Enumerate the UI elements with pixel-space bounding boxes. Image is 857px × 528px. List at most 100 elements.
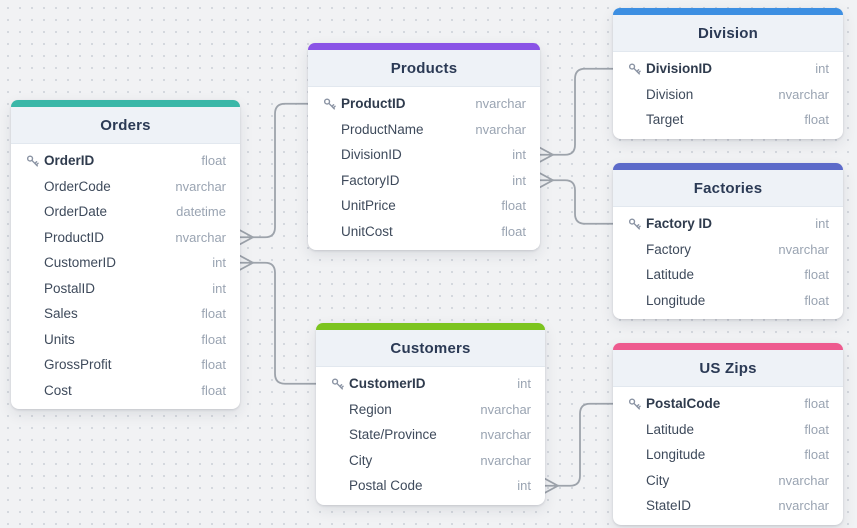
table-title: Division — [698, 24, 758, 42]
field-name: Longitude — [646, 447, 706, 463]
field-name: Units — [44, 331, 75, 347]
primary-key-icon — [323, 97, 336, 110]
field-row-products-2[interactable]: DivisionID int — [308, 142, 540, 168]
field-row-orders-5[interactable]: PostalID int — [11, 276, 240, 302]
field-name: Sales — [44, 306, 78, 322]
table-header-division[interactable]: Division — [613, 15, 843, 52]
field-row-orders-7[interactable]: Units float — [11, 327, 240, 353]
field-type: int — [517, 376, 531, 392]
table-header-orders[interactable]: Orders — [11, 107, 240, 144]
field-name: GrossProfit — [44, 357, 112, 373]
relationship-customers-uszips[interactable] — [544, 402, 614, 494]
field-type: nvarchar — [480, 452, 531, 468]
field-type: nvarchar — [175, 229, 226, 245]
field-type: float — [804, 112, 829, 128]
relationship-products-division[interactable] — [539, 67, 614, 163]
field-name: CustomerID — [44, 255, 117, 271]
table-header-products[interactable]: Products — [308, 50, 540, 87]
table-accent-bar — [613, 163, 843, 170]
field-type: nvarchar — [175, 178, 226, 194]
field-name: Factory ID — [646, 216, 713, 232]
field-row-orders-3[interactable]: ProductID nvarchar — [11, 225, 240, 251]
field-type: nvarchar — [475, 96, 526, 112]
table-title: Orders — [100, 116, 151, 134]
field-name: Latitude — [646, 267, 695, 283]
field-type: int — [212, 280, 226, 296]
field-name: ProductID — [44, 229, 105, 245]
crows-foot-many-end — [539, 146, 554, 163]
field-name: DivisionID — [341, 147, 402, 163]
field-name: Longitude — [646, 292, 706, 308]
relationship-products-factories[interactable] — [539, 172, 614, 225]
table-header-factories[interactable]: Factories — [613, 170, 843, 207]
field-name: UnitPrice — [341, 198, 396, 214]
table-header-uszips[interactable]: US Zips — [613, 350, 843, 387]
table-header-customers[interactable]: Customers — [316, 330, 545, 367]
crows-foot-many-end — [239, 254, 254, 271]
field-name: UnitCost — [341, 223, 393, 239]
field-type: nvarchar — [480, 401, 531, 417]
field-type: nvarchar — [480, 427, 531, 443]
primary-key-icon — [26, 154, 39, 167]
field-type: nvarchar — [778, 498, 829, 514]
field-type: int — [512, 147, 526, 163]
field-type: float — [201, 331, 226, 347]
field-name: PostalCode — [646, 396, 721, 412]
table-accent-bar — [316, 323, 545, 330]
field-name: Factory — [646, 241, 692, 257]
field-name: PostalID — [44, 280, 96, 296]
field-type: nvarchar — [778, 86, 829, 102]
field-row-orders-4[interactable]: CustomerID int — [11, 250, 240, 276]
relationship-orders-products[interactable] — [239, 102, 309, 246]
crows-foot-many-end — [539, 172, 554, 189]
primary-key-icon — [628, 62, 641, 75]
field-type: int — [212, 255, 226, 271]
field-type: datetime — [176, 204, 226, 220]
crows-foot-many-end — [544, 477, 559, 494]
primary-key-icon — [628, 397, 641, 410]
field-name: Postal Code — [349, 478, 423, 494]
field-type: float — [804, 292, 829, 308]
field-row-factories-3[interactable]: Longitude float — [613, 288, 843, 314]
relationship-orders-customers[interactable] — [239, 254, 317, 385]
